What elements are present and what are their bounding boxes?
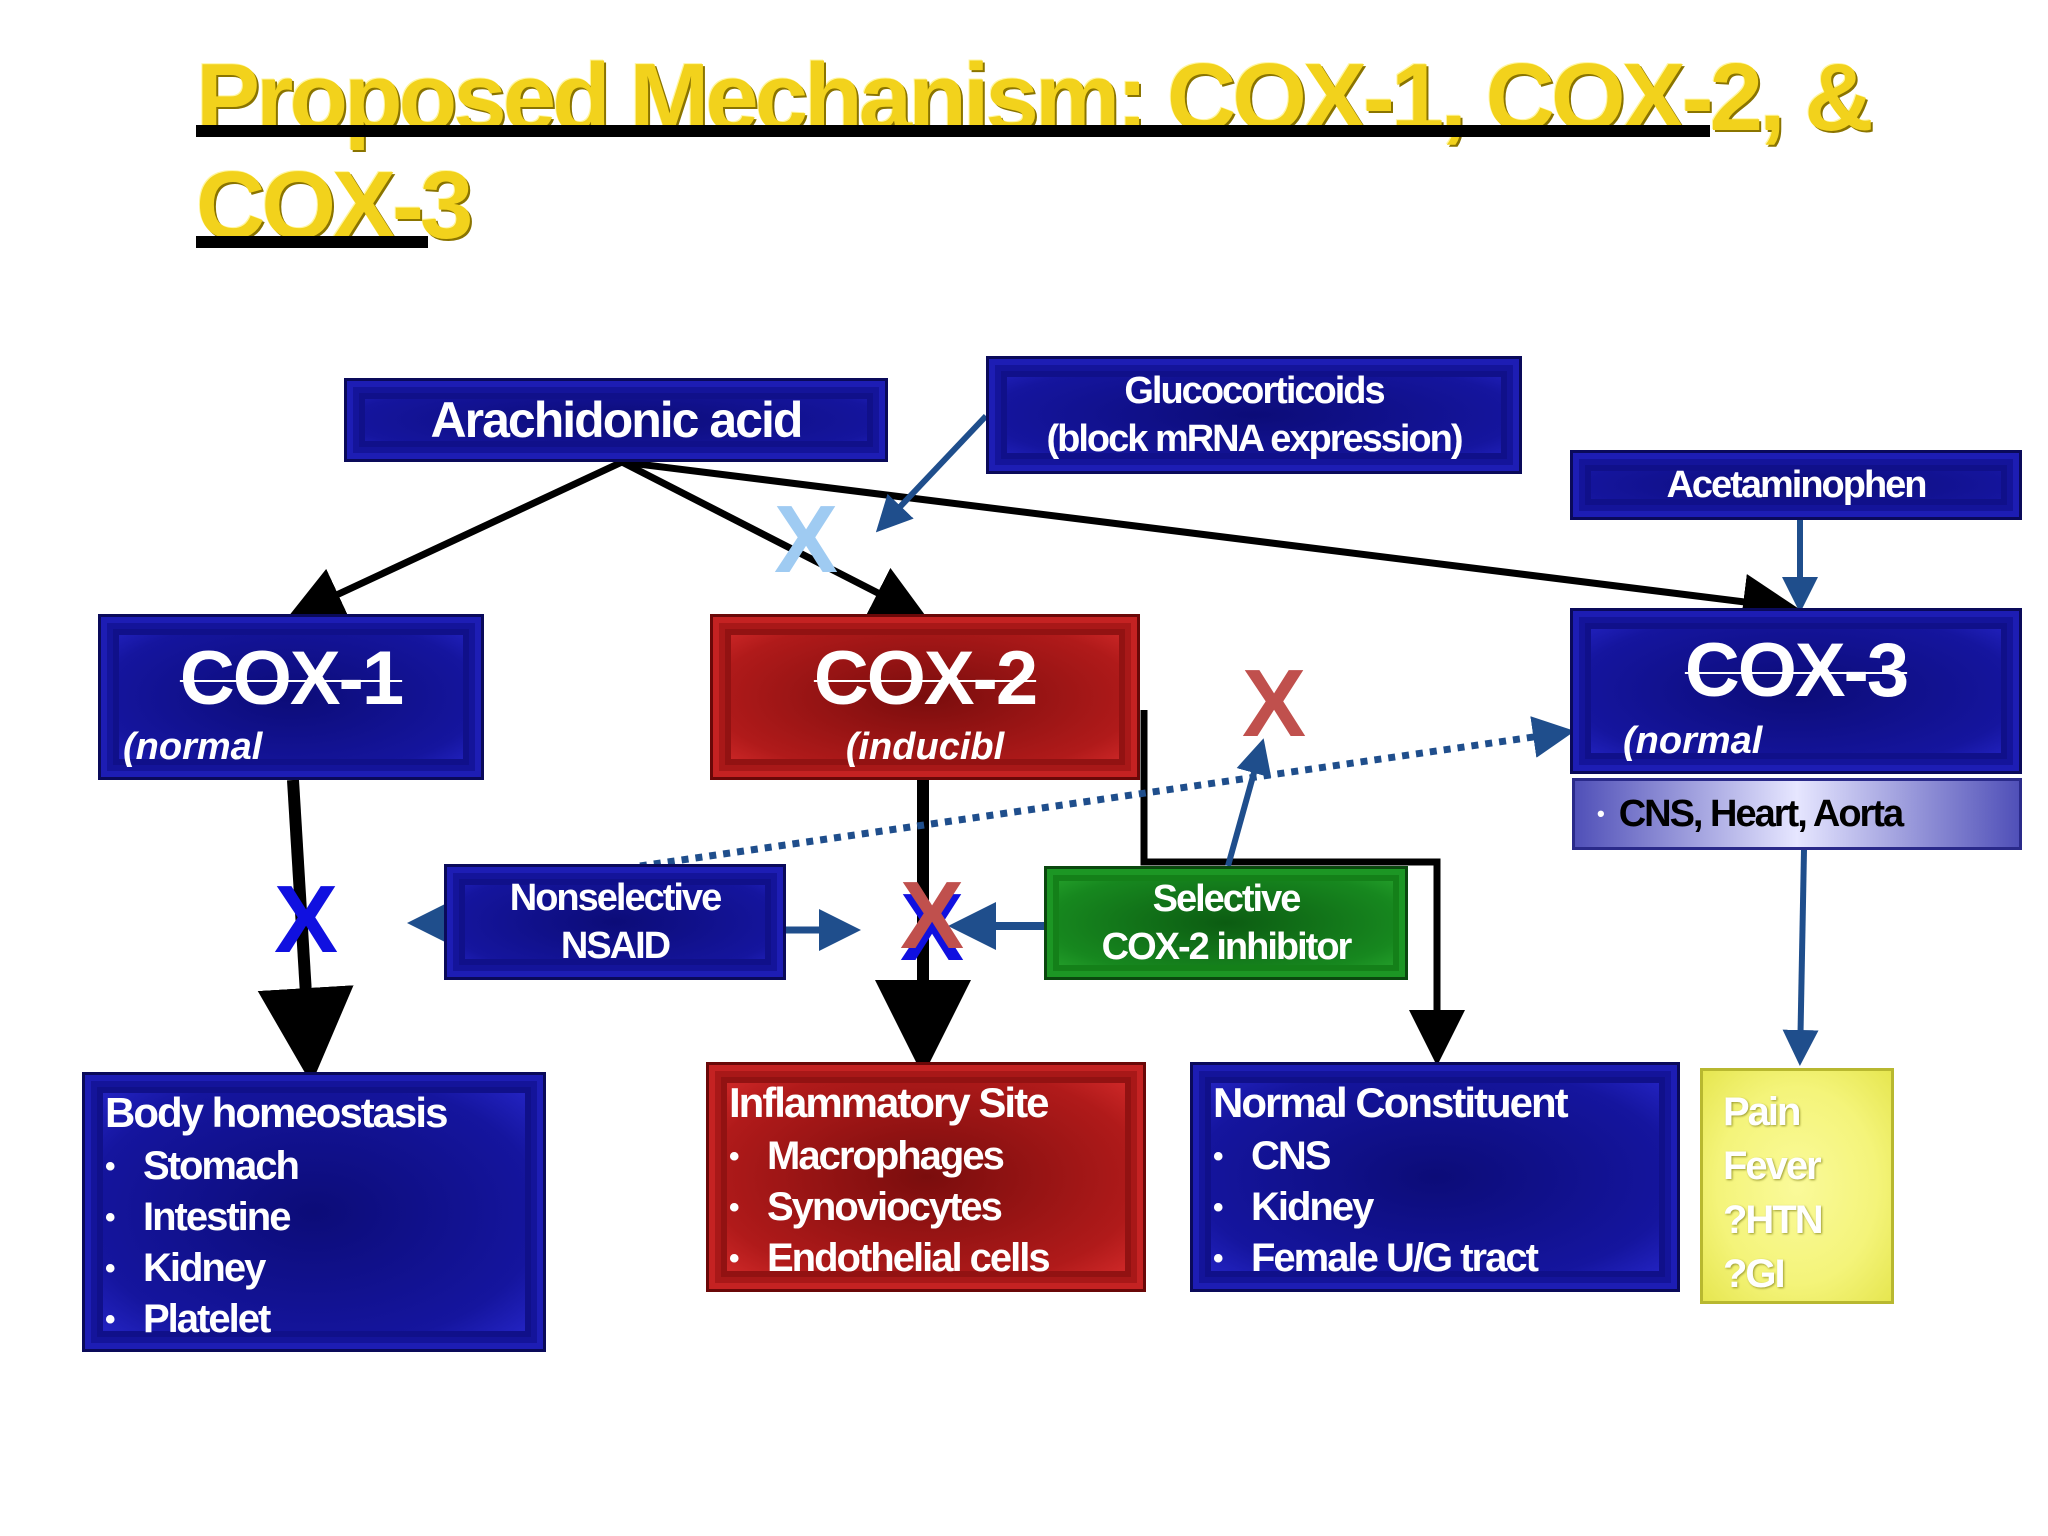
cox3-sites-label: CNS, Heart, Aorta [1618,792,1904,835]
cox1-title: COX-1 [179,636,404,721]
body-homeostasis-list: Stomach Intestine Kidney Platelet [105,1141,543,1345]
arrow-cox2-to-normal-constituent [1140,710,1465,1066]
x-mark-cox3-block: X [1242,650,1307,757]
list-item: Intestine [105,1192,543,1243]
nsaid-label-line-1: Nonselective [509,877,722,919]
glucocorticoids-label: Glucocorticoids [1124,370,1385,412]
arrow-aa-to-cox2 [620,458,928,619]
body-homeostasis-title: Body homeostasis [105,1089,448,1136]
cox3-box: COX-3 (normal [1570,608,2022,774]
arrow-nsaid-to-cox3 [639,716,1575,870]
cox1-subtitle: (normal [123,726,263,768]
list-item: Female U/G tract [1213,1233,1677,1284]
arrow-aa-to-cox3 [621,458,1799,630]
list-item: Platelet [105,1294,543,1345]
nsaid-label-line-2: NSAID [560,925,671,967]
x-mark-cox2-selective: X [900,862,965,969]
arrow-selective-up [1225,738,1272,867]
list-item: Macrophages [729,1131,1143,1182]
cox3-sites-bullet: • [1597,801,1605,826]
inflammatory-site-title: Inflammatory Site [729,1079,1049,1126]
cox3-title: COX-3 [1684,628,1909,713]
cox1-box: COX-1 (normal [98,614,484,780]
effect-pain: Pain [1723,1090,1801,1134]
list-item: Endothelial cells [729,1233,1143,1284]
list-item: Kidney [1213,1182,1677,1233]
x-mark-glucocorticoids: X [774,486,839,593]
normal-constituent-box: Normal Constituent CNS Kidney Female U/G… [1190,1062,1680,1292]
title-underline-2 [196,236,428,248]
list-item: Stomach [105,1141,543,1192]
arrow-aa-to-cox1 [287,458,624,620]
cox3-subtitle: (normal [1623,720,1763,762]
arrow-cox1-to-homeostasis [257,779,354,1084]
effect-htn: ?HTN [1723,1198,1824,1242]
cox2-title: COX-2 [813,636,1038,721]
normal-constituent-list: CNS Kidney Female U/G tract [1213,1131,1677,1284]
list-item: CNS [1213,1131,1677,1182]
cox2-subtitle: (inducibl [845,726,1005,768]
list-item: Synoviocytes [729,1182,1143,1233]
effects-box: Pain Fever ?HTN ?GI [1700,1068,1894,1304]
selective-label-line-1: Selective [1152,878,1302,920]
x-mark-cox1-path: X [274,866,339,973]
arrow-glucocorticoids [875,413,989,533]
inflammatory-site-list: Macrophages Synoviocytes Endothelial cel… [729,1131,1143,1284]
selective-cox2-inhibitor-box: Selective COX-2 inhibitor [1044,866,1408,980]
normal-constituent-title: Normal Constituent [1213,1079,1569,1126]
glucocorticoids-note: (block mRNA expression) [1046,418,1463,460]
cox2-box: COX-2 (inducibl [710,614,1140,780]
selective-label-line-2: COX-2 inhibitor [1101,926,1353,968]
cox3-sites-box: • CNS, Heart, Aorta [1572,778,2022,850]
acetaminophen-box: Acetaminophen [1570,450,2022,520]
glucocorticoids-box: Glucocorticoids (block mRNA expression) [986,356,1522,474]
list-item: Kidney [105,1243,543,1294]
inflammatory-site-box: Inflammatory Site Macrophages Synoviocyt… [706,1062,1146,1292]
x-mark-cox2-nsaid: X [900,874,965,981]
arachidonic-acid-box: Arachidonic acid [344,378,888,462]
title-underline-1 [196,125,1710,137]
arrow-cox3-to-effects [1782,849,1819,1066]
effect-fever: Fever [1723,1144,1822,1188]
nonselective-nsaid-box: Nonselective NSAID [444,864,786,980]
effect-gi: ?GI [1723,1252,1786,1296]
body-homeostasis-box: Body homeostasis Stomach Intestine Kidne… [82,1072,546,1352]
